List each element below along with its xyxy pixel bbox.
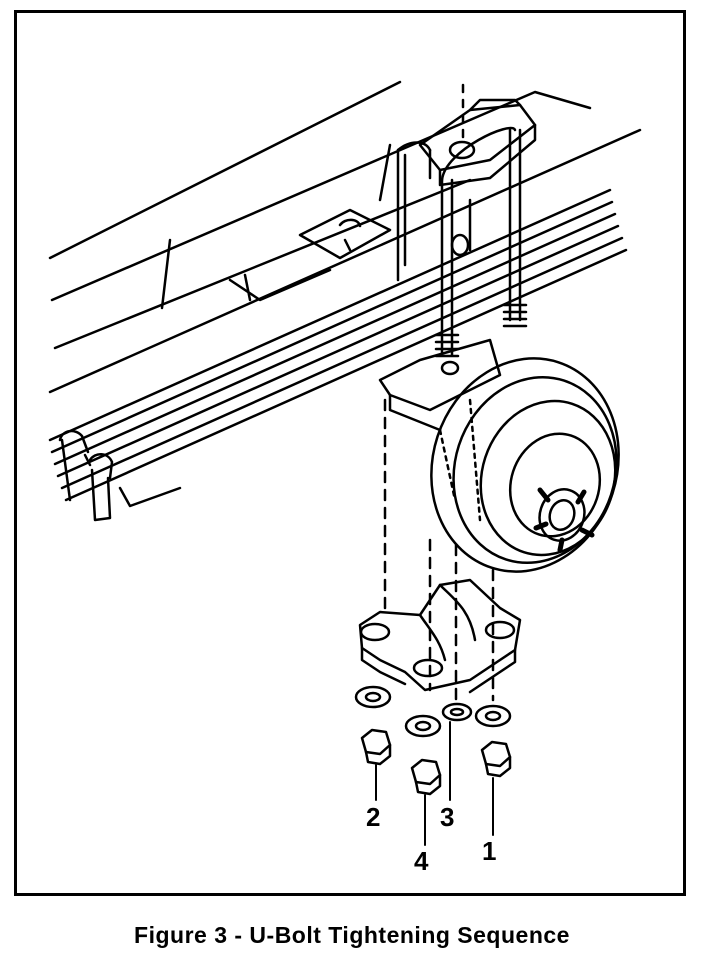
spacer-block	[298, 208, 392, 260]
leaf-spring	[48, 188, 628, 508]
sequence-label-4: 4	[414, 846, 429, 876]
brake-drum	[430, 357, 620, 573]
sequence-label-2: 2	[366, 802, 380, 832]
hex-nut	[360, 728, 512, 796]
axle-pad	[378, 338, 502, 432]
u-bolt	[434, 83, 528, 358]
spring-hanger-bracket	[58, 429, 114, 522]
frame-rail	[48, 80, 642, 394]
figure-caption: Figure 3 - U-Bolt Tightening Sequence	[134, 922, 570, 948]
sequence-label-3: 3	[440, 802, 454, 832]
figure-frame	[14, 10, 686, 896]
top-saddle	[396, 98, 537, 282]
leader-lines	[375, 721, 494, 846]
washer	[354, 685, 512, 738]
assembly-lines	[383, 398, 495, 702]
anchor-plate	[358, 578, 522, 694]
sequence-label-1: 1	[482, 836, 496, 866]
